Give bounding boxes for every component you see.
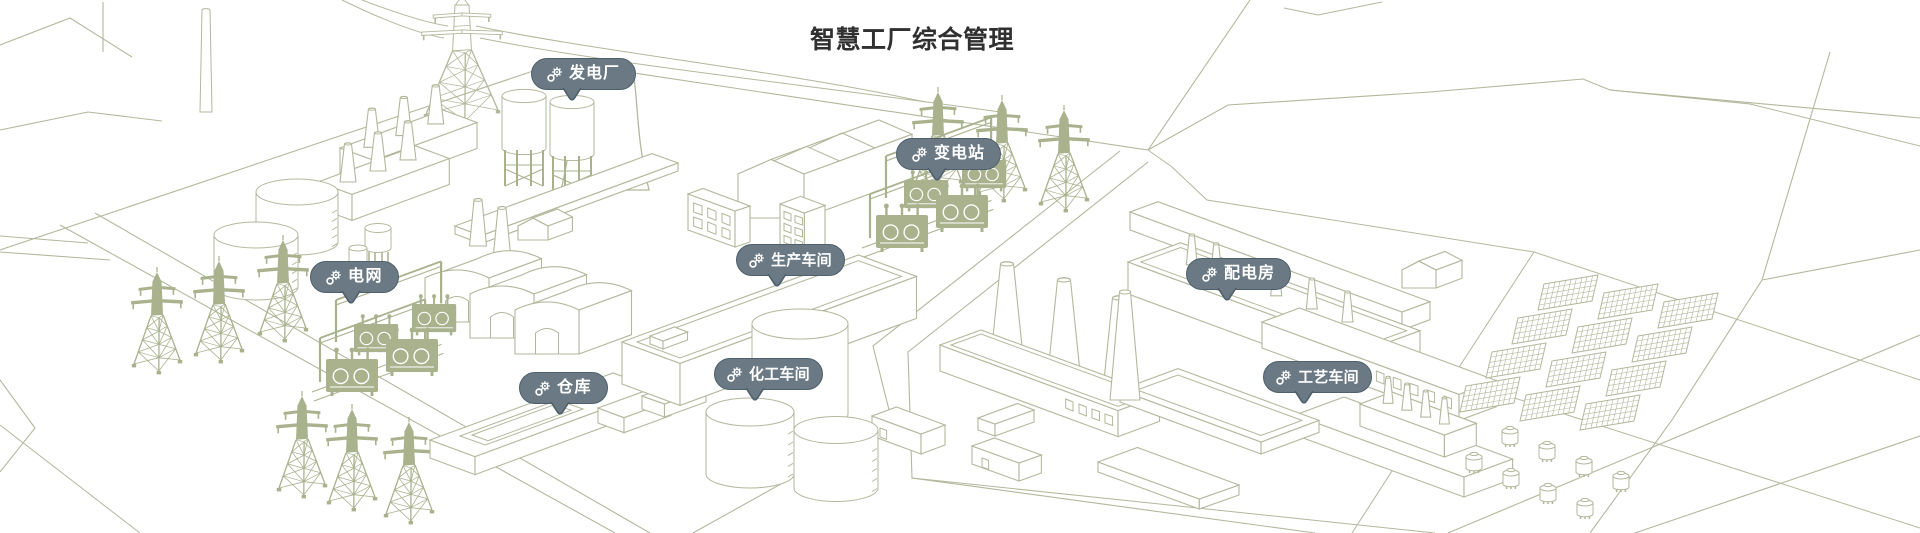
- gears-icon: [547, 66, 562, 82]
- pin-tail: [1294, 391, 1314, 404]
- pin-tail: [927, 168, 947, 181]
- map-pin-production-shop[interactable]: 生产车间: [736, 244, 845, 287]
- map-pin-warehouse[interactable]: 仓库: [519, 372, 609, 415]
- map-pin-substation[interactable]: 变电站: [896, 138, 1002, 181]
- gears-icon: [749, 252, 764, 268]
- pin-tail: [1217, 288, 1237, 301]
- pin-tail: [767, 274, 787, 287]
- gears-icon: [912, 146, 927, 162]
- gears-icon: [727, 366, 742, 382]
- process-workshop: [1293, 375, 1515, 498]
- map-pin-power-grid[interactable]: 电网: [310, 261, 400, 304]
- pin-label: 变电站: [934, 145, 986, 162]
- warehouse: [428, 372, 708, 476]
- pin-tail: [562, 88, 582, 101]
- solar-farm: [1459, 274, 1719, 431]
- pin-label: 化工车间: [749, 365, 810, 383]
- pin-label: 仓库: [557, 379, 593, 396]
- workshop-sheds: [424, 153, 680, 355]
- pin-label: 生产车间: [771, 251, 832, 269]
- pin-label: 工艺车间: [1298, 368, 1359, 386]
- map-pin-process-shop[interactable]: 工艺车间: [1263, 361, 1372, 404]
- map-pin-power-plant[interactable]: 发电厂: [531, 58, 637, 101]
- gears-icon: [535, 380, 550, 396]
- page-title: 智慧工厂综合管理: [810, 26, 1015, 54]
- pin-label: 发电厂: [569, 65, 621, 82]
- pin-tail: [550, 402, 570, 415]
- pin-tail: [745, 388, 765, 401]
- flat-warehouses: [976, 289, 1321, 510]
- gears-icon: [326, 269, 341, 285]
- map-pin-distribution-room[interactable]: 配电房: [1186, 258, 1292, 301]
- power-plant-illustration: [199, 0, 1001, 222]
- assembly-workshop: [686, 119, 914, 258]
- gears-icon: [1276, 369, 1291, 385]
- gears-icon: [1202, 266, 1217, 282]
- map-pin-chemical-shop[interactable]: 化工车间: [714, 358, 823, 401]
- pin-tail: [341, 291, 361, 304]
- pin-label: 配电房: [1224, 265, 1276, 282]
- pin-label: 电网: [348, 268, 384, 285]
